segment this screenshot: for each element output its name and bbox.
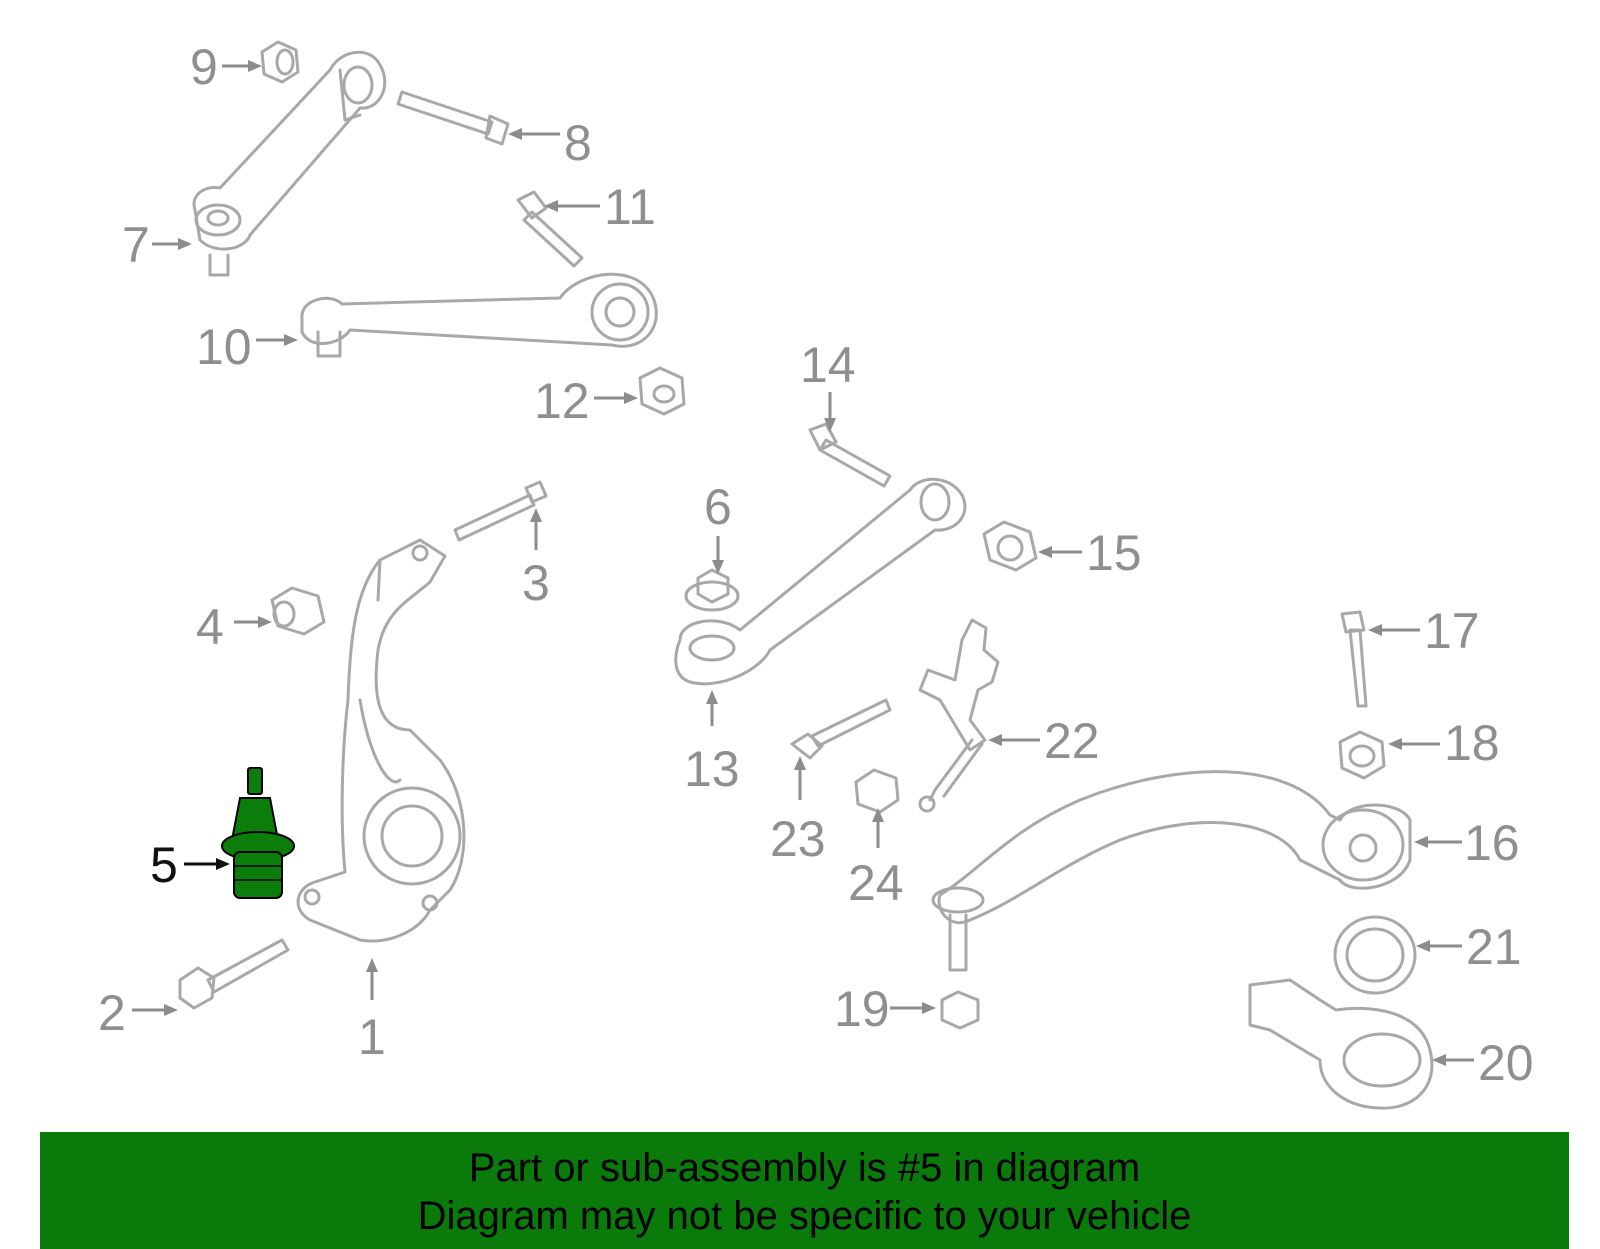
part-6-nut: [684, 568, 740, 612]
part-20-bracket: [1248, 978, 1434, 1110]
part-16-control-arm: [931, 770, 1412, 972]
part-22-sensor-link: [918, 618, 1000, 813]
callout-12: 12: [534, 373, 590, 429]
callout-10: 10: [196, 319, 252, 375]
callout-23: 23: [770, 811, 826, 867]
callout-24: 24: [848, 855, 904, 911]
part-18-nut: [1338, 730, 1386, 780]
callout-20: 20: [1478, 1035, 1534, 1091]
part-3-bolt: [453, 480, 548, 542]
banner-line-disclaimer: Diagram may not be specific to your vehi…: [417, 1194, 1192, 1238]
part-10-control-arm: [300, 272, 658, 358]
part-8-bolt: [396, 90, 510, 146]
part-9-nut: [260, 40, 300, 84]
callout-17: 17: [1424, 603, 1480, 659]
part-19-nut: [940, 990, 980, 1030]
callout-14: 14: [800, 337, 856, 393]
callout-18: 18: [1444, 715, 1500, 771]
part-13-control-arm: [674, 477, 967, 686]
part-23-bolt: [790, 698, 892, 760]
callout-16: 16: [1464, 815, 1520, 871]
parts-diagram: 9 8 7 11 10 12 14 3 6 15 4 17 13 22 18 2…: [98, 39, 1534, 1110]
part-7-control-arm: [192, 50, 387, 277]
info-banner: Part or sub-assembly is #5 in diagram Di…: [40, 1132, 1569, 1249]
part-5-ball-joint: [221, 767, 295, 899]
banner-line-part: Part or sub-assembly is #5 in diagram: [468, 1146, 1141, 1190]
part-14-bolt: [808, 422, 892, 488]
callout-11: 11: [604, 179, 656, 235]
callout-13: 13: [684, 741, 740, 797]
part-17-bolt: [1340, 610, 1368, 708]
callout-2: 2: [98, 985, 126, 1041]
callout-7: 7: [122, 217, 150, 273]
part-12-nut: [638, 366, 686, 416]
callout-4: 4: [196, 599, 224, 655]
callout-9: 9: [190, 39, 218, 95]
callout-19: 19: [834, 981, 890, 1037]
callout-6: 6: [704, 479, 732, 535]
callout-8: 8: [564, 115, 592, 171]
part-2-bolt: [178, 938, 290, 1010]
callout-1: 1: [358, 1009, 386, 1065]
callout-5: 5: [150, 837, 178, 893]
callout-15: 15: [1086, 525, 1142, 581]
part-1-steering-knuckle: [296, 538, 466, 943]
part-24-cap: [854, 768, 900, 814]
callout-22: 22: [1044, 713, 1100, 769]
part-11-bolt: [516, 190, 584, 268]
part-15-nut: [982, 520, 1038, 572]
callout-21: 21: [1466, 919, 1522, 975]
part-21-bushing: [1333, 915, 1417, 995]
part-4-nut: [270, 586, 326, 636]
callout-3: 3: [522, 555, 550, 611]
callout-arrows: [132, 60, 1474, 1066]
